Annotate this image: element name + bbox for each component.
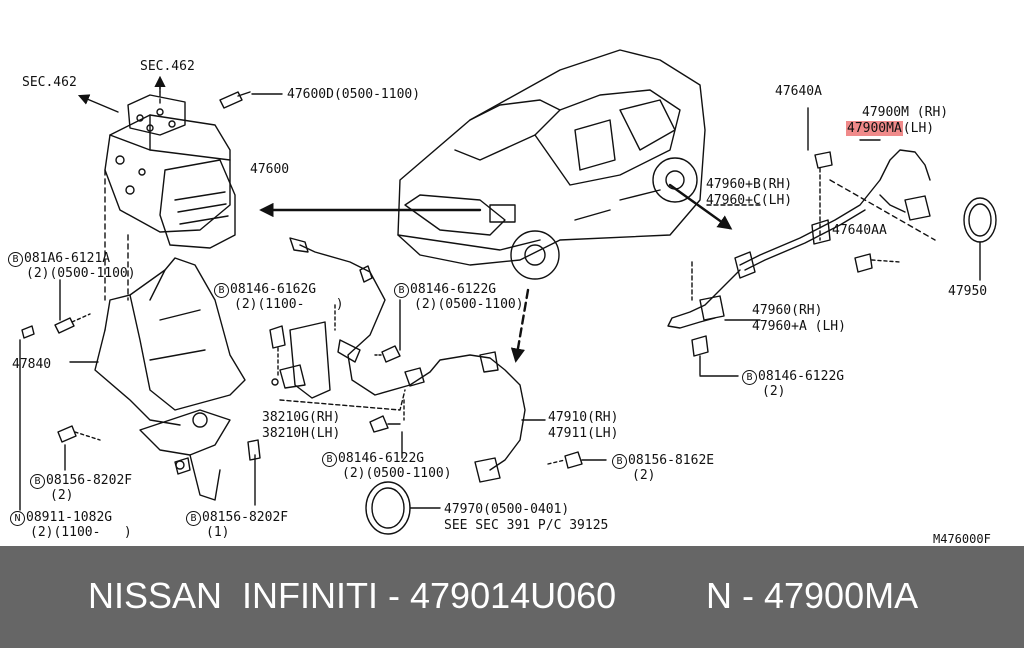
bolt-mark-icon: B [186,511,201,526]
label-47600: 47600 [250,162,290,177]
label-47950: 47950 [948,284,988,299]
label-47900ma-side: (LH) [902,121,935,136]
label-47600d: 47600D(0500-1100) [287,87,421,102]
diagram-drawing [19,49,997,535]
rear-sensor-harness-drawing [667,107,936,377]
label-47900ma-highlighted: 47900MA [846,121,903,136]
label-38210h: 38210H(LH) [262,426,341,441]
label-081a6-6121a-text: 081A6-6121A [24,251,111,266]
car-drawing [397,49,706,280]
label-08156-8202f-b-text: 08156-8202F [202,510,289,525]
label-08156-8162e-qty: (2) [632,468,656,483]
label-08146-6162g-text: 08146-6162G [230,282,317,297]
label-47960a: 47960+A (LH) [752,319,846,334]
label-08146-6122g-a-text: 08146-6122G [410,282,497,297]
figure-id: M476000F [933,532,991,546]
label-08146-6122g-b-text: 08146-6122G [338,451,425,466]
label-08911-qty: (2)(1100- ) [30,525,132,540]
label-08156-8202f-a-qty: (2) [50,488,74,503]
caption-bar: NISSAN INFINITI - 479014U060 N - 47900MA [0,546,1024,648]
bolt-mark-icon: B [612,454,627,469]
label-08146-6122g-a-qty: (2)(0500-1100) [414,297,524,312]
label-08911-1082g-text: 08911-1082G [26,510,113,525]
label-47910: 47910(RH) [548,410,619,425]
label-47900ma-row: 47900MA(LH) [846,121,934,136]
front-sensor-harness-drawing [289,237,526,483]
label-47640aa: 47640AA [832,223,887,238]
label-08146-6162g-qty: (2)(1100- ) [234,297,344,312]
label-47970: 47970(0500-0401) [444,502,570,517]
bolt-mark-icon: B [322,452,337,467]
bolts-mid-drawing [334,299,607,469]
bolt-mark-icon: B [8,252,23,267]
caption-brand-part: NISSAN INFINITI - 479014U060 [88,575,617,616]
bolt-mark-icon: B [394,283,409,298]
label-47640a: 47640A [775,84,822,99]
label-08156-8162e-text: 08156-8162E [628,453,715,468]
bolt-mark-icon: B [742,370,757,385]
label-08146-6122g-c-qty: (2) [762,384,786,399]
label-08156-8202f-b-qty: (1) [206,525,230,540]
label-081a6-qty: (2)(0500-1100) [26,266,136,281]
label-38210g: 38210G(RH) [262,410,341,425]
nut-mark-icon: N [10,511,25,526]
label-47840: 47840 [12,357,52,372]
abs-actuator-drawing [104,84,236,249]
label-47960b: 47960+B(RH) [706,177,793,192]
label-47900m: 47900M (RH) [862,105,949,120]
parts-diagram: SEC.462 SEC.462 47600D(0500-1100) 47600 … [8,49,997,546]
tone-ring-47950-drawing [963,197,997,281]
label-47970-note: SEE SEC 391 P/C 39125 [444,518,609,533]
tone-ring-47970-drawing [365,481,441,535]
caption-alt-part: N - 47900MA [706,575,919,616]
label-08146-6122g-b-qty: (2)(0500-1100) [342,466,452,481]
label-47960: 47960(RH) [752,303,823,318]
label-08146-6122g-c-text: 08146-6122G [758,369,845,384]
label-08156-8202f-a-text: 08156-8202F [46,473,133,488]
label-sec462-left: SEC.462 [22,75,77,90]
label-47911: 47911(LH) [548,426,619,441]
label-sec462-top: SEC.462 [140,59,195,74]
bolt-47600d-drawing [219,91,283,109]
label-47960c: 47960+C(LH) [706,193,793,208]
bracket-47840-drawing [94,257,246,501]
small-bolts-left-drawing [21,313,261,475]
bolt-mark-icon: B [214,283,229,298]
bolt-mark-icon: B [30,474,45,489]
bracket-38210-drawing [269,321,331,399]
